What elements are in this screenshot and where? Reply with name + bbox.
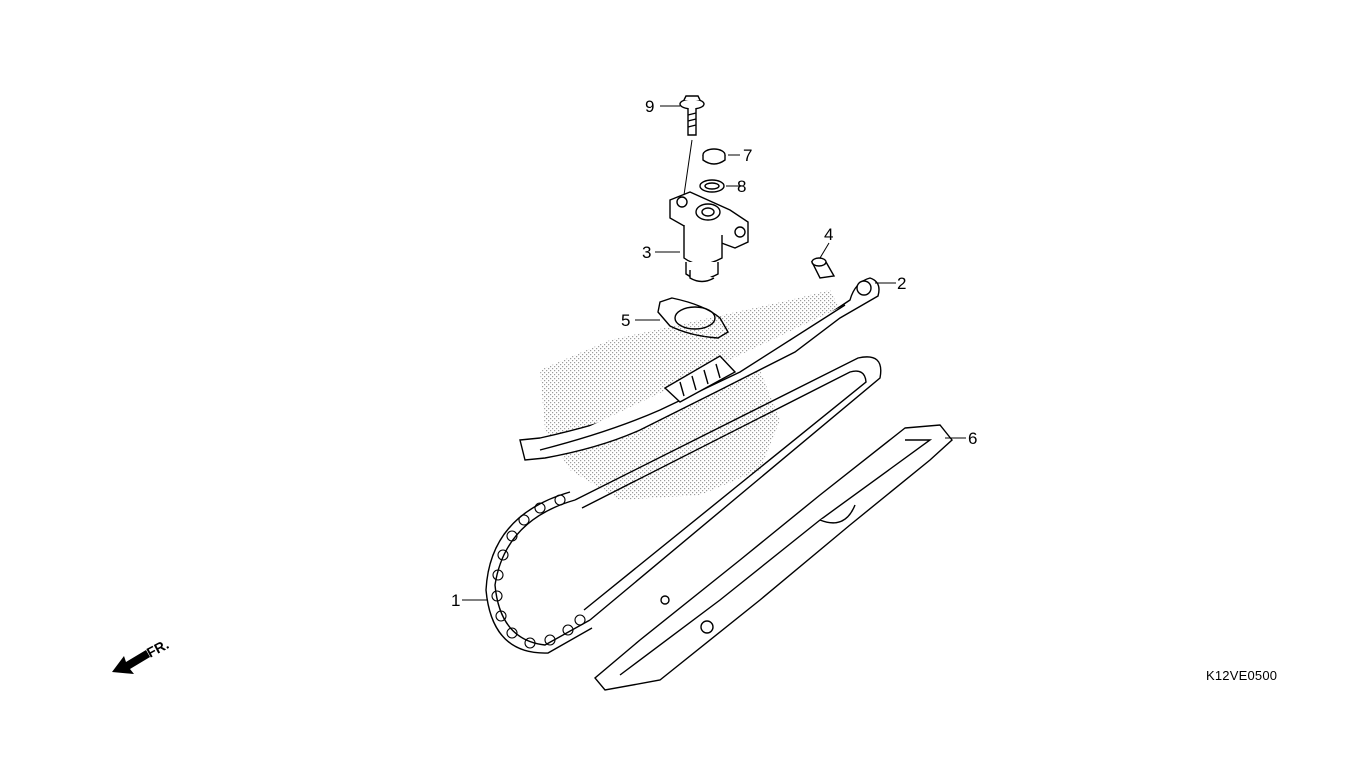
callout-3: 3 xyxy=(642,243,651,262)
callout-8: 8 xyxy=(737,177,746,196)
collar xyxy=(810,257,836,279)
callout-4: 4 xyxy=(824,225,833,244)
o-ring xyxy=(699,179,725,193)
tensioner-lifter xyxy=(669,191,749,283)
callout-1: 1 xyxy=(451,591,460,610)
chain-links xyxy=(491,494,586,649)
cam-chain xyxy=(485,356,882,654)
callout-2: 2 xyxy=(897,274,906,293)
callout-6: 6 xyxy=(968,429,977,448)
flange-bolt xyxy=(679,95,705,196)
diagram-code: K12VE0500 xyxy=(1206,668,1278,683)
callout-5: 5 xyxy=(621,311,630,330)
tensioner-slipper xyxy=(519,277,880,461)
callouts: 9 7 8 3 4 2 5 6 1 xyxy=(451,97,977,610)
front-direction-arrow-icon: FR. xyxy=(112,636,171,674)
callout-7: 7 xyxy=(743,146,752,165)
sealing-bolt xyxy=(702,148,726,165)
leader-lines xyxy=(462,105,966,601)
callout-9: 9 xyxy=(645,97,654,116)
cam-chain-guide xyxy=(594,424,953,691)
tensioner-gasket xyxy=(657,297,729,339)
